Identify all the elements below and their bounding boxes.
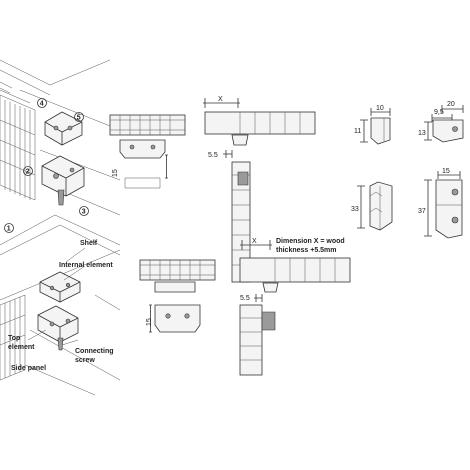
callout-2: 2 [26,169,30,176]
dim-x-mid: X [252,238,257,245]
note-dimension-x-line2: thickness +5.5mm [276,247,337,254]
side-section-top: X 5.5 [203,96,316,283]
dim-top-width: 20 [447,101,455,108]
callout-2-circle [23,166,33,176]
dim-internal-height: 11 [354,128,361,135]
internal-element-dimensions: 10 11 33 [351,105,393,231]
dim-top-side-width: 15 [442,168,450,175]
label-top-element-line1: Top [8,335,20,342]
callout-4: 4 [40,101,44,108]
top-element-dimensions: 20 9,5 13 15 37 [418,101,464,239]
top-element-exploded [41,155,85,206]
callout-5: 5 [77,115,81,122]
dim-x-top: X [218,96,223,103]
label-top-element-line2: element [8,344,35,351]
note-dimension-x-line1: Dimension X = wood [276,238,345,245]
label-connecting-screw-line1: Connecting [75,348,114,355]
dim-55-top: 5.5 [208,152,218,159]
label-side-panel: Side panel [11,365,46,372]
dim-top-side-height: 37 [418,208,426,215]
callout-5-circle [74,112,84,122]
callout-1: 1 [7,226,11,233]
label-internal-element: Internal element [59,262,113,269]
front-section-top: 15 [109,114,186,189]
front-section-bottom: 15 [139,259,216,333]
label-shelf: Shelf [80,240,98,247]
callout-4-circle [37,98,47,108]
dim-55-bottom: 5.5 [240,295,250,302]
callout-3: 3 [82,209,86,216]
side-section-bottom: X Dimension X = wood thickness +5.5mm 5.… [239,238,351,376]
dim-top-sub: 9,5 [434,109,444,116]
dim-top-height: 13 [418,130,426,137]
exploded-isometric-view: 4 5 2 3 1 [0,59,121,233]
internal-element-exploded [44,111,83,146]
top-element-assembled [37,305,79,351]
callout-1-circle [4,223,14,233]
dim-15-top: 15 [112,169,119,177]
dim-15-bottom: 15 [146,318,153,326]
assembled-isometric-view: Shelf Internal element Top element Conne… [0,214,121,396]
dim-internal-height-side: 33 [351,206,359,213]
callout-3-circle [79,206,89,216]
label-connecting-screw-line2: screw [75,357,95,364]
internal-element-assembled [39,271,81,303]
dim-internal-width: 10 [376,105,384,112]
